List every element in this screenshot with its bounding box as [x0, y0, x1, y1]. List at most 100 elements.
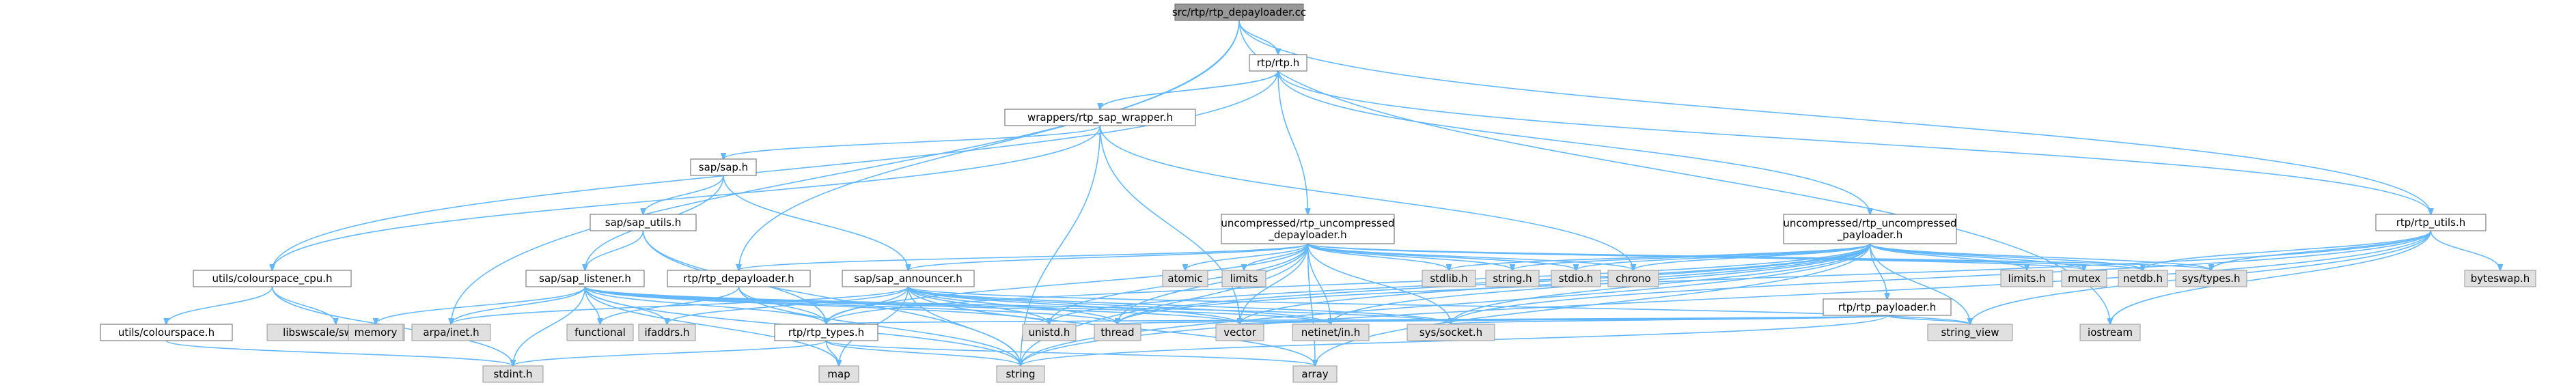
node-box: [1162, 270, 1208, 287]
edge-rtp_h-to-rtp_utils: [1277, 70, 2431, 214]
edge-unc_depay-to-chrono: [1307, 243, 1634, 270]
node-string_view: string_view: [1927, 324, 2013, 341]
node-unc_pay[interactable]: uncompressed/rtp_uncompressed_payloader.…: [1783, 214, 1957, 244]
node-box: [667, 270, 811, 287]
edge-unc_pay-to-netdb: [1869, 243, 2144, 270]
edge-rtp_payloader_h-to-sys_socket: [1451, 315, 1888, 324]
edge-sap_announcer-to-arpa_inet: [452, 286, 909, 324]
edge-sap_listener-to-rtp_types: [584, 286, 827, 324]
edge-rtp_types-to-map: [825, 340, 840, 366]
node-rtp_h[interactable]: rtp/rtp.h: [1249, 54, 1307, 72]
node-sap_wrapper[interactable]: wrappers/rtp_sap_wrapper.h: [1004, 109, 1196, 126]
node-box: [2079, 324, 2141, 341]
node-sap_h[interactable]: sap/sap.h: [690, 158, 757, 176]
edge-rtp_h-to-unc_depay: [1277, 70, 1308, 214]
edge-unc_depay-to-string_h: [1307, 243, 1513, 270]
node-memory: memory: [348, 324, 404, 341]
edge-unc_depay-to-limits: [1244, 243, 1309, 270]
node-box: [2118, 270, 2168, 287]
node-label: _payloader.h: [1837, 229, 1902, 242]
node-label: chrono: [1616, 272, 1650, 285]
node-box: [348, 324, 404, 341]
node-box: [2000, 270, 2053, 287]
edge-unc_depay-to-atomic: [1185, 243, 1309, 270]
edge-sap_announcer-to-ifaddrs: [667, 286, 909, 324]
node-netdb: netdb.h: [2118, 270, 2168, 287]
node-box: [1422, 270, 1476, 287]
node-box: [1292, 324, 1370, 341]
node-label: atomic: [1167, 272, 1202, 285]
node-label: memory: [355, 326, 398, 339]
edge-rtp_h-to-colour_cpu: [273, 70, 1279, 270]
edge-sap_announcer-to-unistd: [907, 286, 1050, 324]
node-label: mutex: [2068, 272, 2101, 285]
edge-rtp_types-to-array: [825, 340, 1316, 366]
node-chrono: chrono: [1607, 270, 1659, 287]
node-label: src/rtp/rtp_depayloader.cc: [1172, 6, 1306, 19]
node-box: [1004, 109, 1196, 126]
edge-root-to-arpa_inet: [452, 20, 1240, 324]
node-rtp_types[interactable]: rtp/rtp_types.h: [774, 324, 878, 341]
node-sys_types: sys/types.h: [2175, 270, 2247, 287]
dependency-edges: [167, 20, 2501, 366]
node-label: _depayloader.h: [1268, 229, 1346, 242]
edge-unc_pay-to-string: [1021, 243, 1871, 366]
edge-unc_depay-to-array: [1307, 243, 1316, 366]
node-label: sap/sap_listener.h: [539, 272, 631, 285]
node-label: unistd.h: [1029, 326, 1070, 339]
edge-unc_depay-to-sap_announcer: [909, 243, 1309, 270]
node-root[interactable]: src/rtp/rtp_depayloader.cc: [1172, 3, 1306, 21]
node-box: [1607, 270, 1659, 287]
node-box: [566, 324, 634, 341]
node-colour_cpu[interactable]: utils/colourspace_cpu.h: [193, 270, 352, 287]
node-stdlib: stdlib.h: [1422, 270, 1476, 287]
node-box: [1215, 324, 1264, 341]
node-sap_announcer[interactable]: sap/sap_announcer.h: [842, 270, 975, 287]
edge-sap_wrapper-to-vector: [1099, 125, 1241, 324]
node-rtp_utils[interactable]: rtp/rtp_utils.h: [2375, 214, 2487, 231]
node-label: arpa/inet.h: [423, 326, 479, 339]
node-label: rtp/rtp_payloader.h: [1838, 301, 1937, 314]
edge-sap_listener-to-stdint: [513, 286, 586, 366]
node-box: [1221, 270, 1266, 287]
node-colourspace_h[interactable]: utils/colourspace.h: [100, 324, 233, 341]
node-ifaddrs: ifaddrs.h: [638, 324, 696, 341]
edge-rtp_types-to-string: [825, 340, 1021, 366]
node-label: rtp/rtp_utils.h: [2396, 216, 2466, 229]
edge-rtp_utils-to-thread: [1118, 230, 2432, 324]
node-label: sap/sap.h: [699, 161, 748, 173]
node-limits_h: limits.h: [2000, 270, 2053, 287]
edge-unc_depay-to-string: [1021, 243, 1309, 366]
node-box: [2464, 270, 2536, 287]
edge-sap_utils-to-sap_listener: [585, 230, 644, 270]
node-box: [774, 324, 878, 341]
node-unc_depay[interactable]: uncompressed/rtp_uncompressed_depayloade…: [1221, 214, 1395, 244]
edge-unc_depay-to-vector: [1240, 243, 1309, 324]
node-box: [1783, 214, 1957, 244]
edge-rtp_utils-to-netdb: [2143, 230, 2432, 270]
node-label: string.h: [1493, 272, 1532, 285]
node-box: [842, 270, 975, 287]
node-sap_listener[interactable]: sap/sap_listener.h: [525, 270, 645, 287]
edge-sap_listener-to-memory: [376, 286, 586, 324]
node-label: ifaddrs.h: [645, 326, 690, 339]
node-label: stdio.h: [1559, 272, 1594, 285]
node-sap_utils[interactable]: sap/sap_utils.h: [590, 214, 697, 231]
node-arpa_inet: arpa/inet.h: [411, 324, 491, 341]
edge-sap_h-to-sap_utils: [643, 175, 724, 214]
node-box: [1823, 298, 1952, 316]
node-box: [690, 158, 757, 176]
node-string_h: string.h: [1485, 270, 1540, 287]
node-box: [996, 365, 1045, 383]
node-label: sys/socket.h: [1419, 326, 1482, 339]
node-label: array: [1301, 368, 1328, 380]
node-rtp_payloader_h[interactable]: rtp/rtp_payloader.h: [1823, 298, 1952, 316]
node-label: utils/colourspace.h: [118, 326, 214, 339]
edge-unc_depay-to-rtp_types: [827, 243, 1309, 324]
node-label: string_view: [1941, 326, 1999, 339]
node-label: stdlib.h: [1430, 272, 1467, 285]
edge-unc_pay-to-stdlib: [1449, 243, 1871, 270]
edge-root-to-iostream: [1238, 20, 2110, 324]
edge-colour_cpu-to-colourspace_h: [167, 286, 273, 324]
node-rtp_depay_h[interactable]: rtp/rtp_depayloader.h: [667, 270, 811, 287]
